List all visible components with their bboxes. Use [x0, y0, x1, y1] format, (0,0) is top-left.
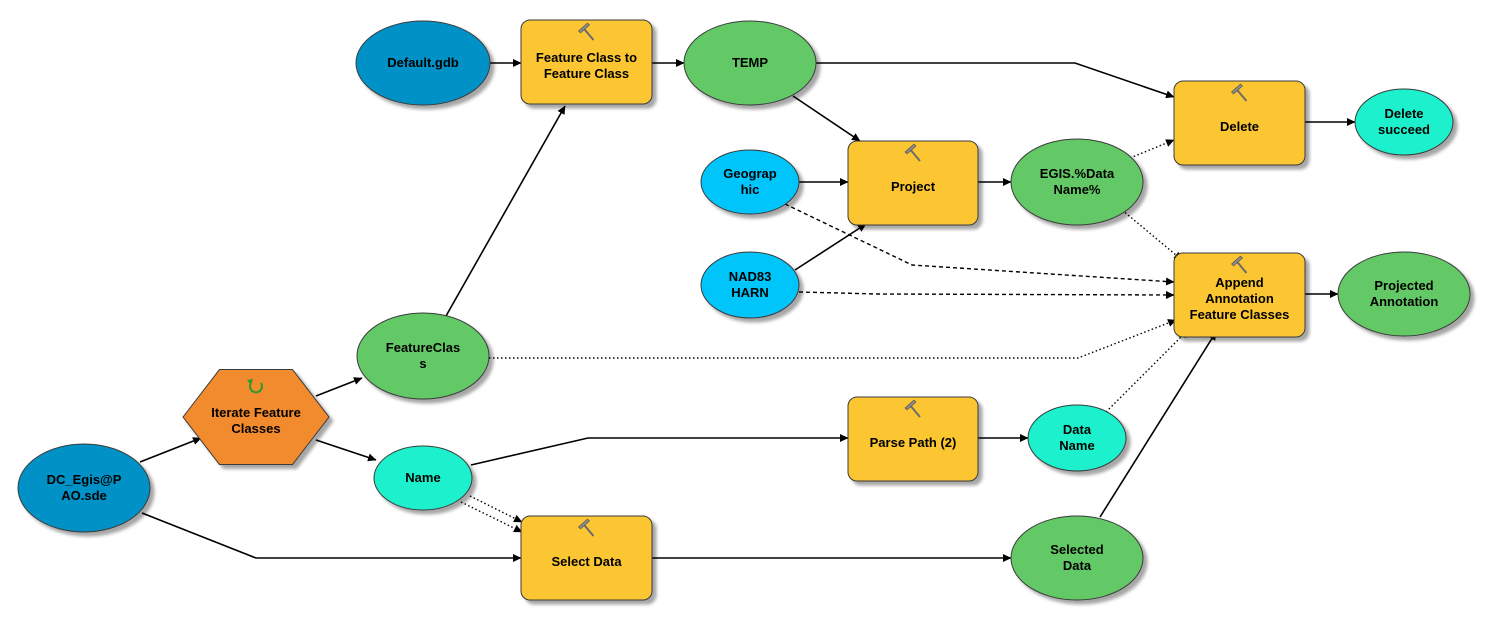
node-label: NAD83 [729, 269, 772, 284]
node-shape [182, 369, 330, 465]
node-default-gdb[interactable]: Default.gdb [355, 20, 491, 106]
node-label: Name [1059, 438, 1094, 453]
connector-name-to-select_data[interactable] [469, 495, 523, 523]
node-select-data[interactable]: Select Data [520, 515, 653, 601]
hammer-icon [1231, 255, 1248, 274]
node-shape [17, 443, 151, 533]
node-label: succeed [1378, 122, 1430, 137]
node-label: Annotation [1205, 291, 1274, 306]
node-label: Project [891, 179, 936, 194]
connector-nad83-to-project[interactable] [794, 223, 867, 271]
node-shape [847, 396, 979, 482]
node-parse-path[interactable]: Parse Path (2) [847, 396, 979, 482]
node-label: DC_Egis@P [47, 472, 122, 487]
hammer-icon [904, 399, 921, 418]
node-label: Default.gdb [387, 55, 459, 70]
node-label: Selected [1050, 542, 1104, 557]
node-shape [355, 20, 491, 106]
node-label: Name [405, 470, 440, 485]
hammer-icon [1231, 83, 1248, 102]
node-label: Feature Class to [536, 50, 637, 65]
node-shape [700, 149, 800, 215]
node-label: HARN [731, 285, 769, 300]
node-label: TEMP [732, 55, 768, 70]
hammer-icon [904, 143, 921, 162]
connector-featureclass-to-fc_to_fc[interactable] [445, 105, 566, 317]
node-shape [1354, 88, 1454, 156]
node-shape [1010, 515, 1144, 601]
node-label: hic [741, 182, 760, 197]
connector-selected_data-to-append[interactable] [1099, 331, 1217, 518]
node-shape [1337, 251, 1471, 337]
node-label: Delete [1384, 106, 1423, 121]
node-shape [1173, 252, 1306, 338]
connector-iterate-to-name[interactable] [315, 439, 377, 462]
node-dc-egis[interactable]: DC_Egis@PAO.sde [17, 443, 151, 533]
node-shape [373, 445, 473, 511]
connector-dc_egis-to-select_data[interactable] [141, 512, 522, 562]
connector-geographic-to-append[interactable] [784, 203, 1175, 286]
connector-data_name-to-append[interactable] [1105, 329, 1189, 413]
hammer-icon [578, 22, 595, 41]
node-label: Parse Path (2) [870, 435, 957, 450]
node-delete[interactable]: Delete [1173, 80, 1306, 166]
node-name[interactable]: Name [373, 445, 473, 511]
connections-layer [139, 59, 1356, 562]
node-shape [520, 19, 653, 105]
connector-featureclass-to-append[interactable] [489, 319, 1177, 359]
node-label: Data [1063, 422, 1092, 437]
node-label: Feature Class [544, 66, 629, 81]
node-shape [1010, 138, 1144, 226]
node-label: Projected [1374, 278, 1433, 293]
node-label: Append [1215, 275, 1263, 290]
connector-dc_egis-to-iterate[interactable] [139, 437, 202, 463]
node-label: Delete [1220, 119, 1259, 134]
node-shape [847, 140, 979, 226]
connector-name-to-parse_path[interactable] [470, 434, 849, 466]
connector-temp-to-project[interactable] [792, 95, 861, 142]
node-label: Classes [231, 421, 280, 436]
iterate-loop-icon [247, 379, 263, 394]
node-label: Feature Classes [1190, 307, 1290, 322]
node-label: s [419, 356, 426, 371]
node-temp[interactable]: TEMP [683, 20, 817, 106]
node-label: Data [1063, 558, 1092, 573]
node-label: EGIS.%Data [1040, 166, 1115, 181]
node-label: Geograp [723, 166, 777, 181]
node-label: Annotation [1370, 294, 1439, 309]
node-shape [1027, 404, 1127, 472]
connector-nad83-to-append[interactable] [798, 290, 1175, 299]
connector-egis-to-append[interactable] [1121, 209, 1183, 261]
node-shape [520, 515, 653, 601]
connector-temp-to-delete[interactable] [816, 62, 1175, 99]
node-shape [683, 20, 817, 106]
node-shape [700, 251, 800, 319]
node-label: Name% [1054, 182, 1101, 197]
node-shape [1173, 80, 1306, 166]
node-shape [356, 312, 490, 400]
connector-iterate-to-featureclass[interactable] [315, 377, 363, 397]
node-label: Select Data [551, 554, 622, 569]
node-label: AO.sde [61, 488, 107, 503]
connector-name-to-select_data[interactable] [460, 501, 523, 533]
connector-egis-to-delete[interactable] [1129, 139, 1175, 159]
node-label: FeatureClas [386, 340, 460, 355]
node-project[interactable]: Project [847, 140, 979, 226]
node-label: Iterate Feature [211, 405, 301, 420]
hammer-icon [578, 518, 595, 537]
